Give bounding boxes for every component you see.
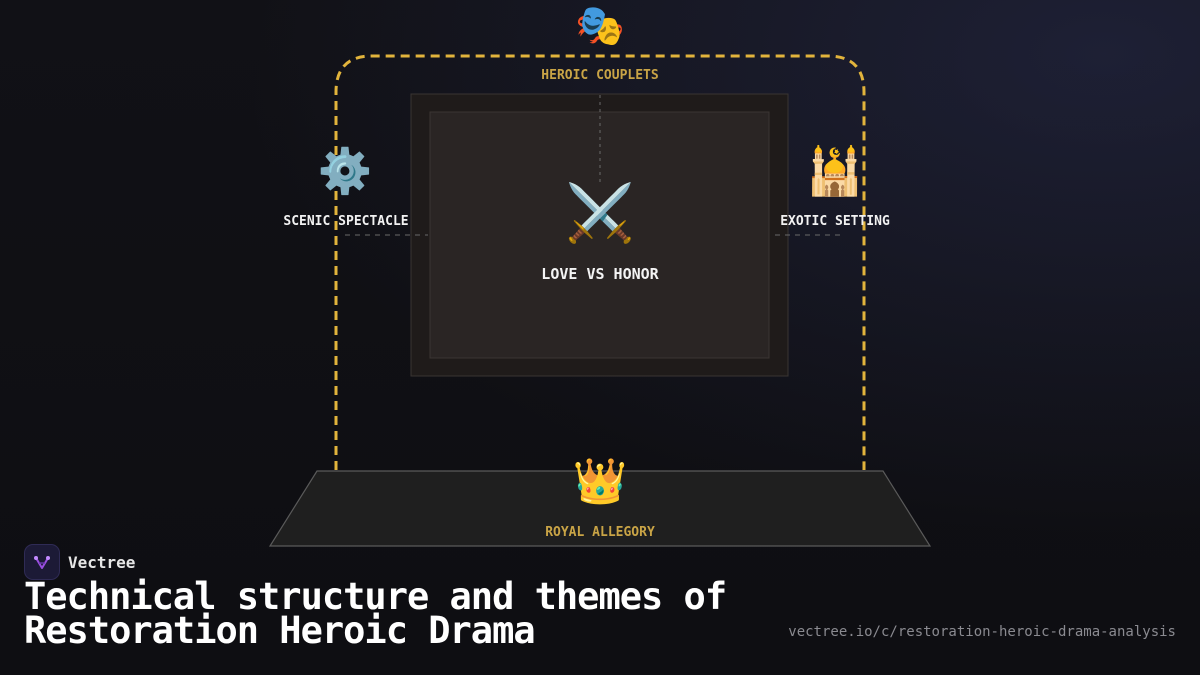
crown-icon: 👑 — [572, 456, 628, 507]
vectree-logo-icon — [24, 544, 60, 580]
proscenium-frame — [334, 54, 866, 470]
love-vs-honor-label: LOVE VS HONOR — [541, 265, 659, 283]
royal-allegory-label: ROYAL ALLEGORY — [545, 525, 655, 540]
exotic-setting-label: EXOTIC SETTING — [780, 214, 890, 229]
scenic-spectacle-label: SCENIC SPECTACLE — [283, 214, 409, 229]
crossed-swords-icon: ⚔️ — [565, 181, 635, 246]
gear-icon: ⚙️ — [317, 146, 373, 197]
page-title: Technical structure and themes of Restor… — [24, 575, 727, 652]
brand-name: Vectree — [68, 552, 136, 572]
heroic-couplets-label: HEROIC COUPLETS — [541, 68, 659, 83]
performing-arts-masks-icon: 🎭 — [575, 3, 625, 49]
stage-floor — [268, 470, 932, 547]
source-url[interactable]: vectree.io/c/restoration-heroic-drama-an… — [788, 624, 1176, 640]
brand: Vectree — [24, 544, 135, 580]
mosque-icon: 🕌 — [806, 144, 864, 198]
